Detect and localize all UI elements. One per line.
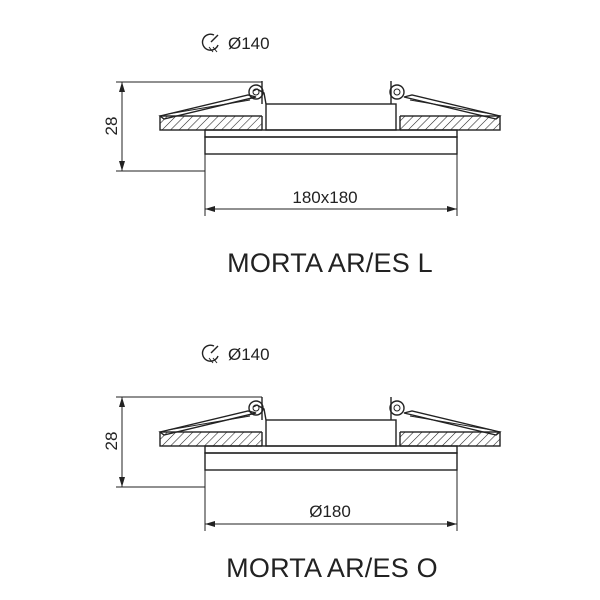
width-dimension: 180x180 <box>204 154 458 216</box>
figure-2: Ø140 28 Ø180 MORTA AR/ES O <box>102 344 501 583</box>
cutout-label: Ø140 <box>228 34 270 53</box>
width-label: 180x180 <box>292 188 357 207</box>
height-dimension: 28 <box>102 81 262 172</box>
model-name: MORTA AR/ES L <box>227 248 433 278</box>
fixture-section <box>159 396 501 471</box>
hole-saw-icon <box>201 344 219 364</box>
width-dimension: Ø180 <box>204 470 458 531</box>
height-dimension: 28 <box>102 396 262 488</box>
figure-1: Ø140 28 180x180 MORTA AR/ES L <box>102 33 501 278</box>
model-name: MORTA AR/ES O <box>226 553 438 583</box>
cutout-label: Ø140 <box>228 345 270 364</box>
hole-saw-icon <box>201 33 219 53</box>
fixture-section <box>159 80 501 155</box>
height-label: 28 <box>102 117 121 136</box>
height-label: 28 <box>102 432 121 451</box>
width-label: Ø180 <box>309 502 351 521</box>
